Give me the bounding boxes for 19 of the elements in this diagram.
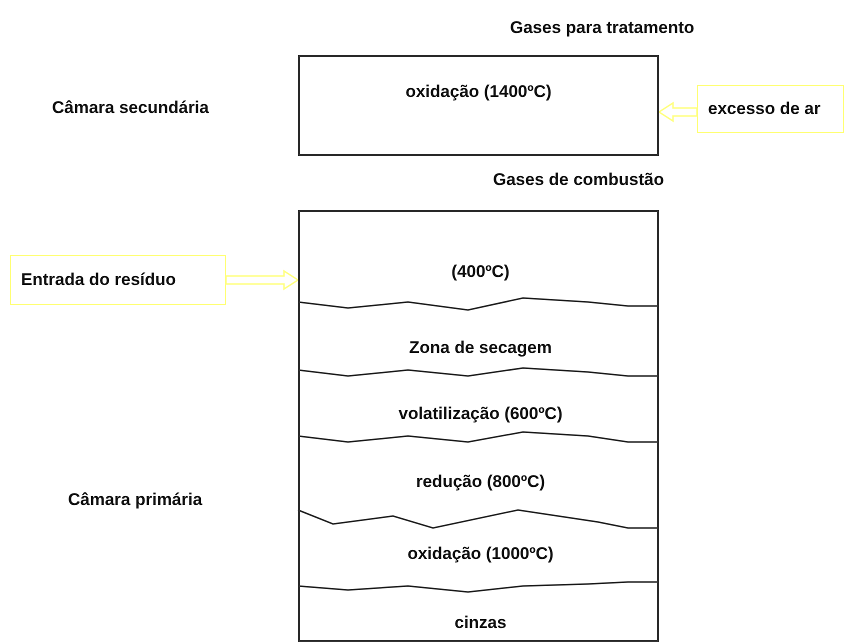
stage-label: oxidação (1400ºC) (404, 82, 553, 102)
input-label: excesso de ar (708, 99, 820, 119)
input-box (697, 85, 844, 133)
flow-label: Câmara secundária (52, 98, 209, 118)
zone-label: Zona de secagem (409, 338, 552, 357)
flow-label: Gases de combustão (493, 170, 664, 190)
arrow (658, 102, 698, 122)
chamber-box (298, 55, 659, 156)
arrow (225, 270, 300, 290)
flow-label: Câmara primária (68, 490, 202, 510)
zone-label: redução (800ºC) (416, 472, 546, 491)
zone-label: oxidação (1000ºC) (407, 544, 554, 563)
flow-label: Gases para tratamento (510, 18, 694, 38)
zone-label: volatilização (600ºC) (398, 404, 562, 423)
zone-label: (400ºC) (451, 262, 510, 281)
zone-label: cinzas (454, 613, 506, 632)
chamber-box (298, 210, 659, 642)
input-label: Entrada do resíduo (21, 270, 176, 290)
input-box (10, 255, 226, 305)
